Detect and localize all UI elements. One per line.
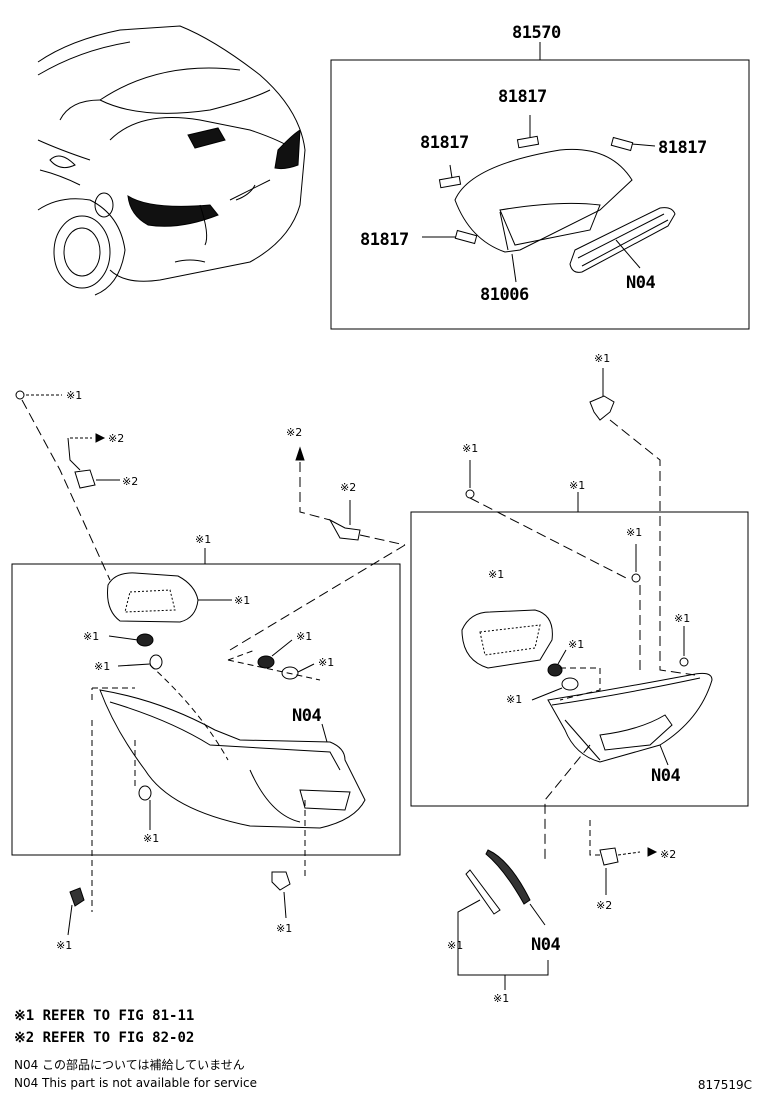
ref1-mark: ※1 <box>94 660 110 673</box>
ref1-mark: ※1 <box>462 442 478 455</box>
label-81817-left: 81817 <box>420 133 469 153</box>
ref1-mark: ※1 <box>493 992 509 1005</box>
ref1-mark: ※1 <box>56 939 72 952</box>
legend-ref1: ※1 REFER TO FIG 81-11 <box>14 1008 195 1024</box>
legend-ref2: ※2 REFER TO FIG 82-02 <box>14 1030 195 1046</box>
label-81817-top: 81817 <box>498 87 547 107</box>
right-taillamp-group <box>410 368 749 990</box>
ref1-mark: ※1 <box>195 533 211 546</box>
ref1-mark: ※1 <box>674 612 690 625</box>
figure-code: 817519C <box>697 1078 752 1092</box>
ref1-mark: ※1 <box>506 693 522 706</box>
legend-note-en: N04 This part is not available for servi… <box>14 1076 257 1090</box>
label-n04-left-lamp: N04 <box>292 706 321 726</box>
ref1-mark: ※1 <box>447 939 463 952</box>
ref1-mark: ※1 <box>234 594 250 607</box>
label-81817-right: 81817 <box>658 138 707 158</box>
ref1-mark: ※1 <box>594 352 610 365</box>
ref2-mark: ※2 <box>660 848 676 861</box>
ref2-mark: ※2 <box>340 481 356 494</box>
label-81570: 81570 <box>512 23 561 43</box>
ref1-mark: ※1 <box>276 922 292 935</box>
car-rear-illustration <box>37 25 306 296</box>
left-taillamp-group <box>11 548 401 936</box>
ref2-mark: ※2 <box>286 426 302 439</box>
ref1-mark: ※1 <box>568 638 584 651</box>
ref1-mark: ※1 <box>569 479 585 492</box>
label-n04-stop-lamp: N04 <box>626 273 655 293</box>
ref2-mark: ※2 <box>122 475 138 488</box>
ref1-mark: ※1 <box>318 656 334 669</box>
label-n04-reflector: N04 <box>531 935 560 955</box>
ref2-mark: ※2 <box>596 899 612 912</box>
left-harness <box>15 390 406 651</box>
ref1-mark: ※1 <box>66 389 82 402</box>
legend-note-jp: N04 この部品については補給していません <box>14 1058 245 1072</box>
stop-lamp-assembly-box <box>330 42 750 330</box>
label-81006: 81006 <box>480 285 529 305</box>
label-n04-right-lamp: N04 <box>651 766 680 786</box>
ref1-mark: ※1 <box>296 630 312 643</box>
ref1-mark: ※1 <box>626 526 642 539</box>
label-81817-bottom: 81817 <box>360 230 409 250</box>
ref1-mark: ※1 <box>488 568 504 581</box>
ref1-mark: ※1 <box>143 832 159 845</box>
ref2-mark: ※2 <box>108 432 124 445</box>
ref1-mark: ※1 <box>83 630 99 643</box>
